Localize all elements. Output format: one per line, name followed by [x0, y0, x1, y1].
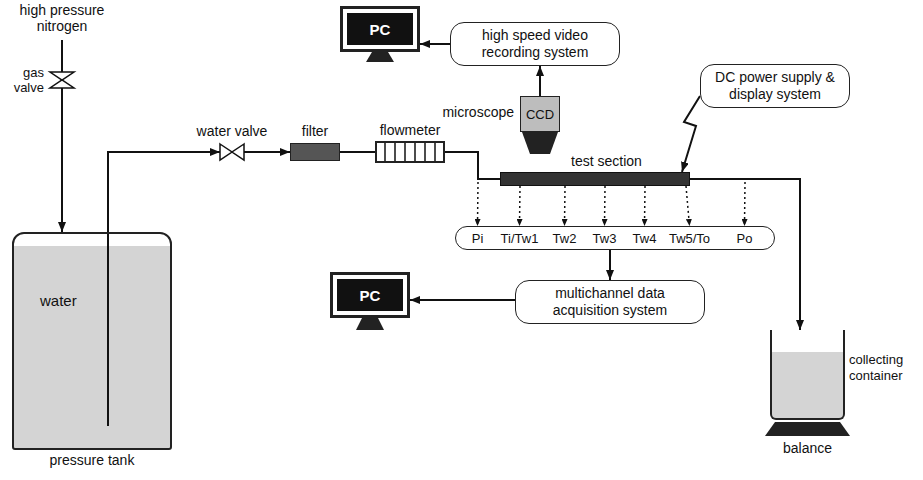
box-label: multichannel data acquisition system [526, 285, 694, 319]
node-shape [220, 144, 244, 160]
signal-line [564, 186, 566, 226]
pipe [420, 43, 450, 45]
sensor-name: Ti/Tw1 [501, 231, 539, 246]
sensor-name-holder: Tw4 [633, 231, 657, 246]
filter-box: filter [290, 143, 340, 161]
sensor-name-holder: Tw5/To [669, 231, 710, 246]
sensor-name-holder: Po [737, 231, 753, 246]
power-bolt [682, 96, 700, 172]
test-section: test section [500, 172, 690, 186]
power-supply-box: DC power supply & display system [700, 64, 850, 108]
filter-label: filter [302, 123, 328, 139]
flowmeter-label-holder: flowmeter [380, 122, 441, 138]
tank-content-label: water [40, 292, 77, 309]
sensor-name-holder: Pi [472, 231, 484, 246]
sensor-name: Tw5/To [669, 231, 710, 246]
annotation-holder: high pressure nitrogen [12, 2, 112, 34]
node-shape [765, 422, 850, 436]
signal-line [604, 186, 606, 226]
signal-line [519, 186, 521, 226]
container-label-holder: collecting container [849, 352, 917, 384]
pipe [445, 152, 500, 179]
signal-line [744, 182, 746, 226]
tank-label-holder: pressure tank [50, 452, 135, 468]
signal-line [686, 186, 690, 226]
collecting-container: collecting container [770, 330, 845, 420]
sensor-name-holder: Tw3 [593, 231, 617, 246]
balance: balance [765, 422, 850, 436]
test-section-label: test section [571, 153, 642, 169]
tank-label: pressure tank [50, 452, 135, 468]
balance-label: balance [783, 440, 832, 456]
signal-line [477, 182, 479, 226]
video-system-box: high speed video recording system [450, 22, 620, 66]
pipe [609, 250, 611, 280]
pipe [690, 179, 800, 330]
pc-label: PC [370, 21, 391, 38]
pc-monitor: PC [340, 6, 420, 52]
sensor-bar: Pi Ti/Tw1 Tw2 Tw3 Tw4 Tw5/To Po [455, 226, 775, 250]
daq-box: multichannel data acquisition system [515, 280, 705, 324]
sensor-name: Pi [472, 231, 484, 246]
gas-valve: gas valve [50, 72, 74, 88]
sensor-name: Tw3 [593, 231, 617, 246]
water-valve: water valve [220, 144, 244, 160]
signal-line [644, 186, 646, 226]
pc-screen: PC [347, 13, 413, 45]
valve-label-holder: gas valve [2, 65, 44, 95]
ccd-camera: CCD [520, 96, 560, 132]
container-label: collecting container [849, 352, 903, 383]
monitor-stand [356, 318, 384, 330]
flowmeter-box: flowmeter [375, 141, 445, 163]
gas-pipe [61, 40, 63, 72]
filter-label-holder: filter [302, 123, 328, 139]
test-section-label-holder: test section [571, 153, 642, 169]
sensor-name: Po [737, 231, 753, 246]
node-shape [50, 72, 74, 88]
flowmeter-ticks [385, 141, 435, 163]
annotation: high pressure nitrogen [20, 2, 105, 34]
pc-screen: PC [337, 279, 403, 311]
pc-label: PC [360, 287, 381, 304]
sensor-name-holder: Ti/Tw1 [501, 231, 539, 246]
node-shape [14, 234, 170, 448]
valve-label: water valve [197, 123, 268, 139]
microscope-lens [522, 132, 558, 154]
annotation-holder: microscope [432, 104, 514, 120]
sensor-name-holder: Tw2 [553, 231, 577, 246]
pipe [539, 66, 541, 96]
box-label: high speed video recording system [461, 27, 609, 61]
pipe [244, 151, 290, 153]
tank-content-label-holder: water [40, 292, 77, 309]
monitor-stand [366, 52, 394, 62]
pipe [340, 151, 375, 153]
pc-monitor: PC [330, 272, 410, 318]
valve-label: gas valve [14, 65, 44, 95]
balance-label-holder: balance [783, 440, 832, 456]
box-label: DC power supply & display system [711, 69, 839, 103]
ccd-label: CCD [526, 107, 554, 122]
valve-label-holder: water valve [197, 123, 268, 139]
pressure-tank: waterpressure tank [12, 232, 172, 450]
flowmeter-label: flowmeter [380, 122, 441, 138]
annotation: microscope [442, 104, 514, 120]
pipe [61, 88, 63, 232]
sensor-name: Tw4 [633, 231, 657, 246]
pipe [410, 299, 515, 301]
pipe [108, 152, 220, 232]
sensor-name: Tw2 [553, 231, 577, 246]
